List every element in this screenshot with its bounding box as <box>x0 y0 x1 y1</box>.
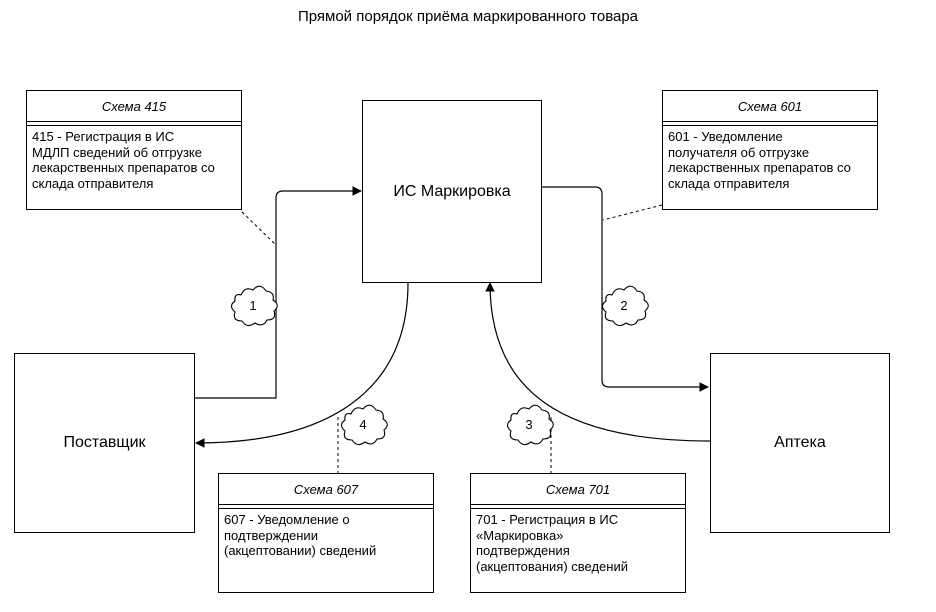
step-bubble-3 <box>506 404 554 446</box>
scheme-line: подтверждении <box>224 527 318 543</box>
node-supplier: Поставщик <box>14 353 195 533</box>
scheme-line: получателя об отгрузке <box>668 144 810 160</box>
diagram-title: Прямой порядок приёма маркированного тов… <box>297 8 639 25</box>
step-label-1: 1 <box>249 298 257 313</box>
scheme-body: 601 - Уведомление получателя об отгрузке… <box>663 126 877 191</box>
node-label: Аптека <box>774 434 826 451</box>
scheme-line: 701 - Регистрация в ИС <box>476 512 619 527</box>
step-bubble-4 <box>340 404 388 446</box>
arrow-pharmacy-to-is <box>485 282 711 442</box>
scheme-line: 601 - Уведомление <box>668 129 783 144</box>
arrow-is-to-supplier <box>195 282 409 448</box>
arrow-supplier-to-is <box>195 186 362 399</box>
dashed-link-415 <box>241 211 277 246</box>
scheme-line: (акцептования) сведений <box>476 558 628 574</box>
scheme-line: «Маркировка» <box>476 527 564 543</box>
scheme-line: лекарственных препаратов со <box>668 160 851 175</box>
scheme-line: лекарственных препаратов со <box>32 160 215 175</box>
step-label-2: 2 <box>620 298 628 313</box>
scheme-header: Схема 701 <box>471 474 685 505</box>
scheme-line: МДЛП сведений об отгрузке <box>32 144 202 160</box>
scheme-line: подтверждения <box>476 543 570 558</box>
dashed-link-601 <box>602 204 663 221</box>
step-label-3: 3 <box>525 417 533 432</box>
scheme-card-701: Схема 701 701 - Регистрация в ИС «Маркир… <box>470 473 686 593</box>
scheme-card-415: Схема 415 415 - Регистрация в ИС МДЛП св… <box>26 90 242 210</box>
node-label: ИС Маркировка <box>393 182 511 200</box>
scheme-line: склада отправителя <box>32 175 154 191</box>
arrow-is-to-pharmacy <box>542 186 709 392</box>
scheme-line: склада отправителя <box>668 175 790 191</box>
scheme-body: 607 - Уведомление о подтверждении (акцеп… <box>219 509 433 559</box>
scheme-line: 415 - Регистрация в ИС <box>32 129 175 144</box>
scheme-body: 701 - Регистрация в ИС «Маркировка» подт… <box>471 509 685 574</box>
step-bubble-1 <box>230 285 278 327</box>
scheme-header: Схема 601 <box>663 91 877 122</box>
node-is-markirovka: ИС Маркировка <box>362 100 542 283</box>
scheme-card-607: Схема 607 607 - Уведомление о подтвержде… <box>218 473 434 593</box>
scheme-line: (акцептовании) сведений <box>224 543 377 558</box>
scheme-body: 415 - Регистрация в ИС МДЛП сведений об … <box>27 126 241 191</box>
step-label-4: 4 <box>359 417 367 432</box>
step-bubble-2 <box>601 285 649 327</box>
scheme-header: Схема 607 <box>219 474 433 505</box>
scheme-card-601: Схема 601 601 - Уведомление получателя о… <box>662 90 878 210</box>
scheme-line: 607 - Уведомление о <box>224 512 350 527</box>
node-pharmacy: Аптека <box>710 353 890 533</box>
node-label: Поставщик <box>63 434 146 451</box>
scheme-header: Схема 415 <box>27 91 241 122</box>
